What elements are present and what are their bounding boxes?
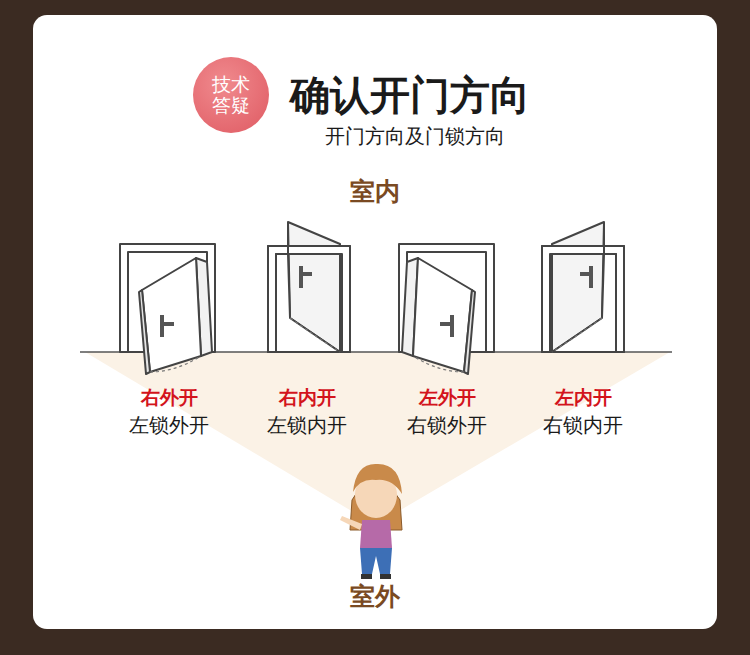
- door-type: 左外开: [419, 387, 476, 409]
- door-outward: [399, 244, 494, 374]
- side-label: 室外: [350, 583, 400, 612]
- door-type: 右外开: [141, 387, 198, 409]
- title: 确认开门方向: [290, 72, 530, 118]
- girl-figure: [340, 464, 402, 579]
- subtitle: 开门方向及门锁方向: [325, 125, 505, 148]
- door-type: 右内开: [279, 387, 336, 409]
- lock-type: 右锁外开: [407, 414, 487, 437]
- lock-type: 左锁内开: [267, 414, 347, 437]
- side-label: 室内: [350, 178, 400, 207]
- door-inward: [542, 222, 624, 352]
- badge-text: 技术答疑: [212, 74, 250, 116]
- door-outward: [120, 244, 215, 374]
- lock-type: 左锁外开: [129, 414, 209, 437]
- view-wedge: [85, 352, 670, 525]
- door-type: 左内开: [555, 387, 612, 409]
- lock-type: 右锁内开: [543, 414, 623, 437]
- door-inward: [268, 222, 350, 352]
- badge-circle: 技术答疑: [193, 57, 269, 133]
